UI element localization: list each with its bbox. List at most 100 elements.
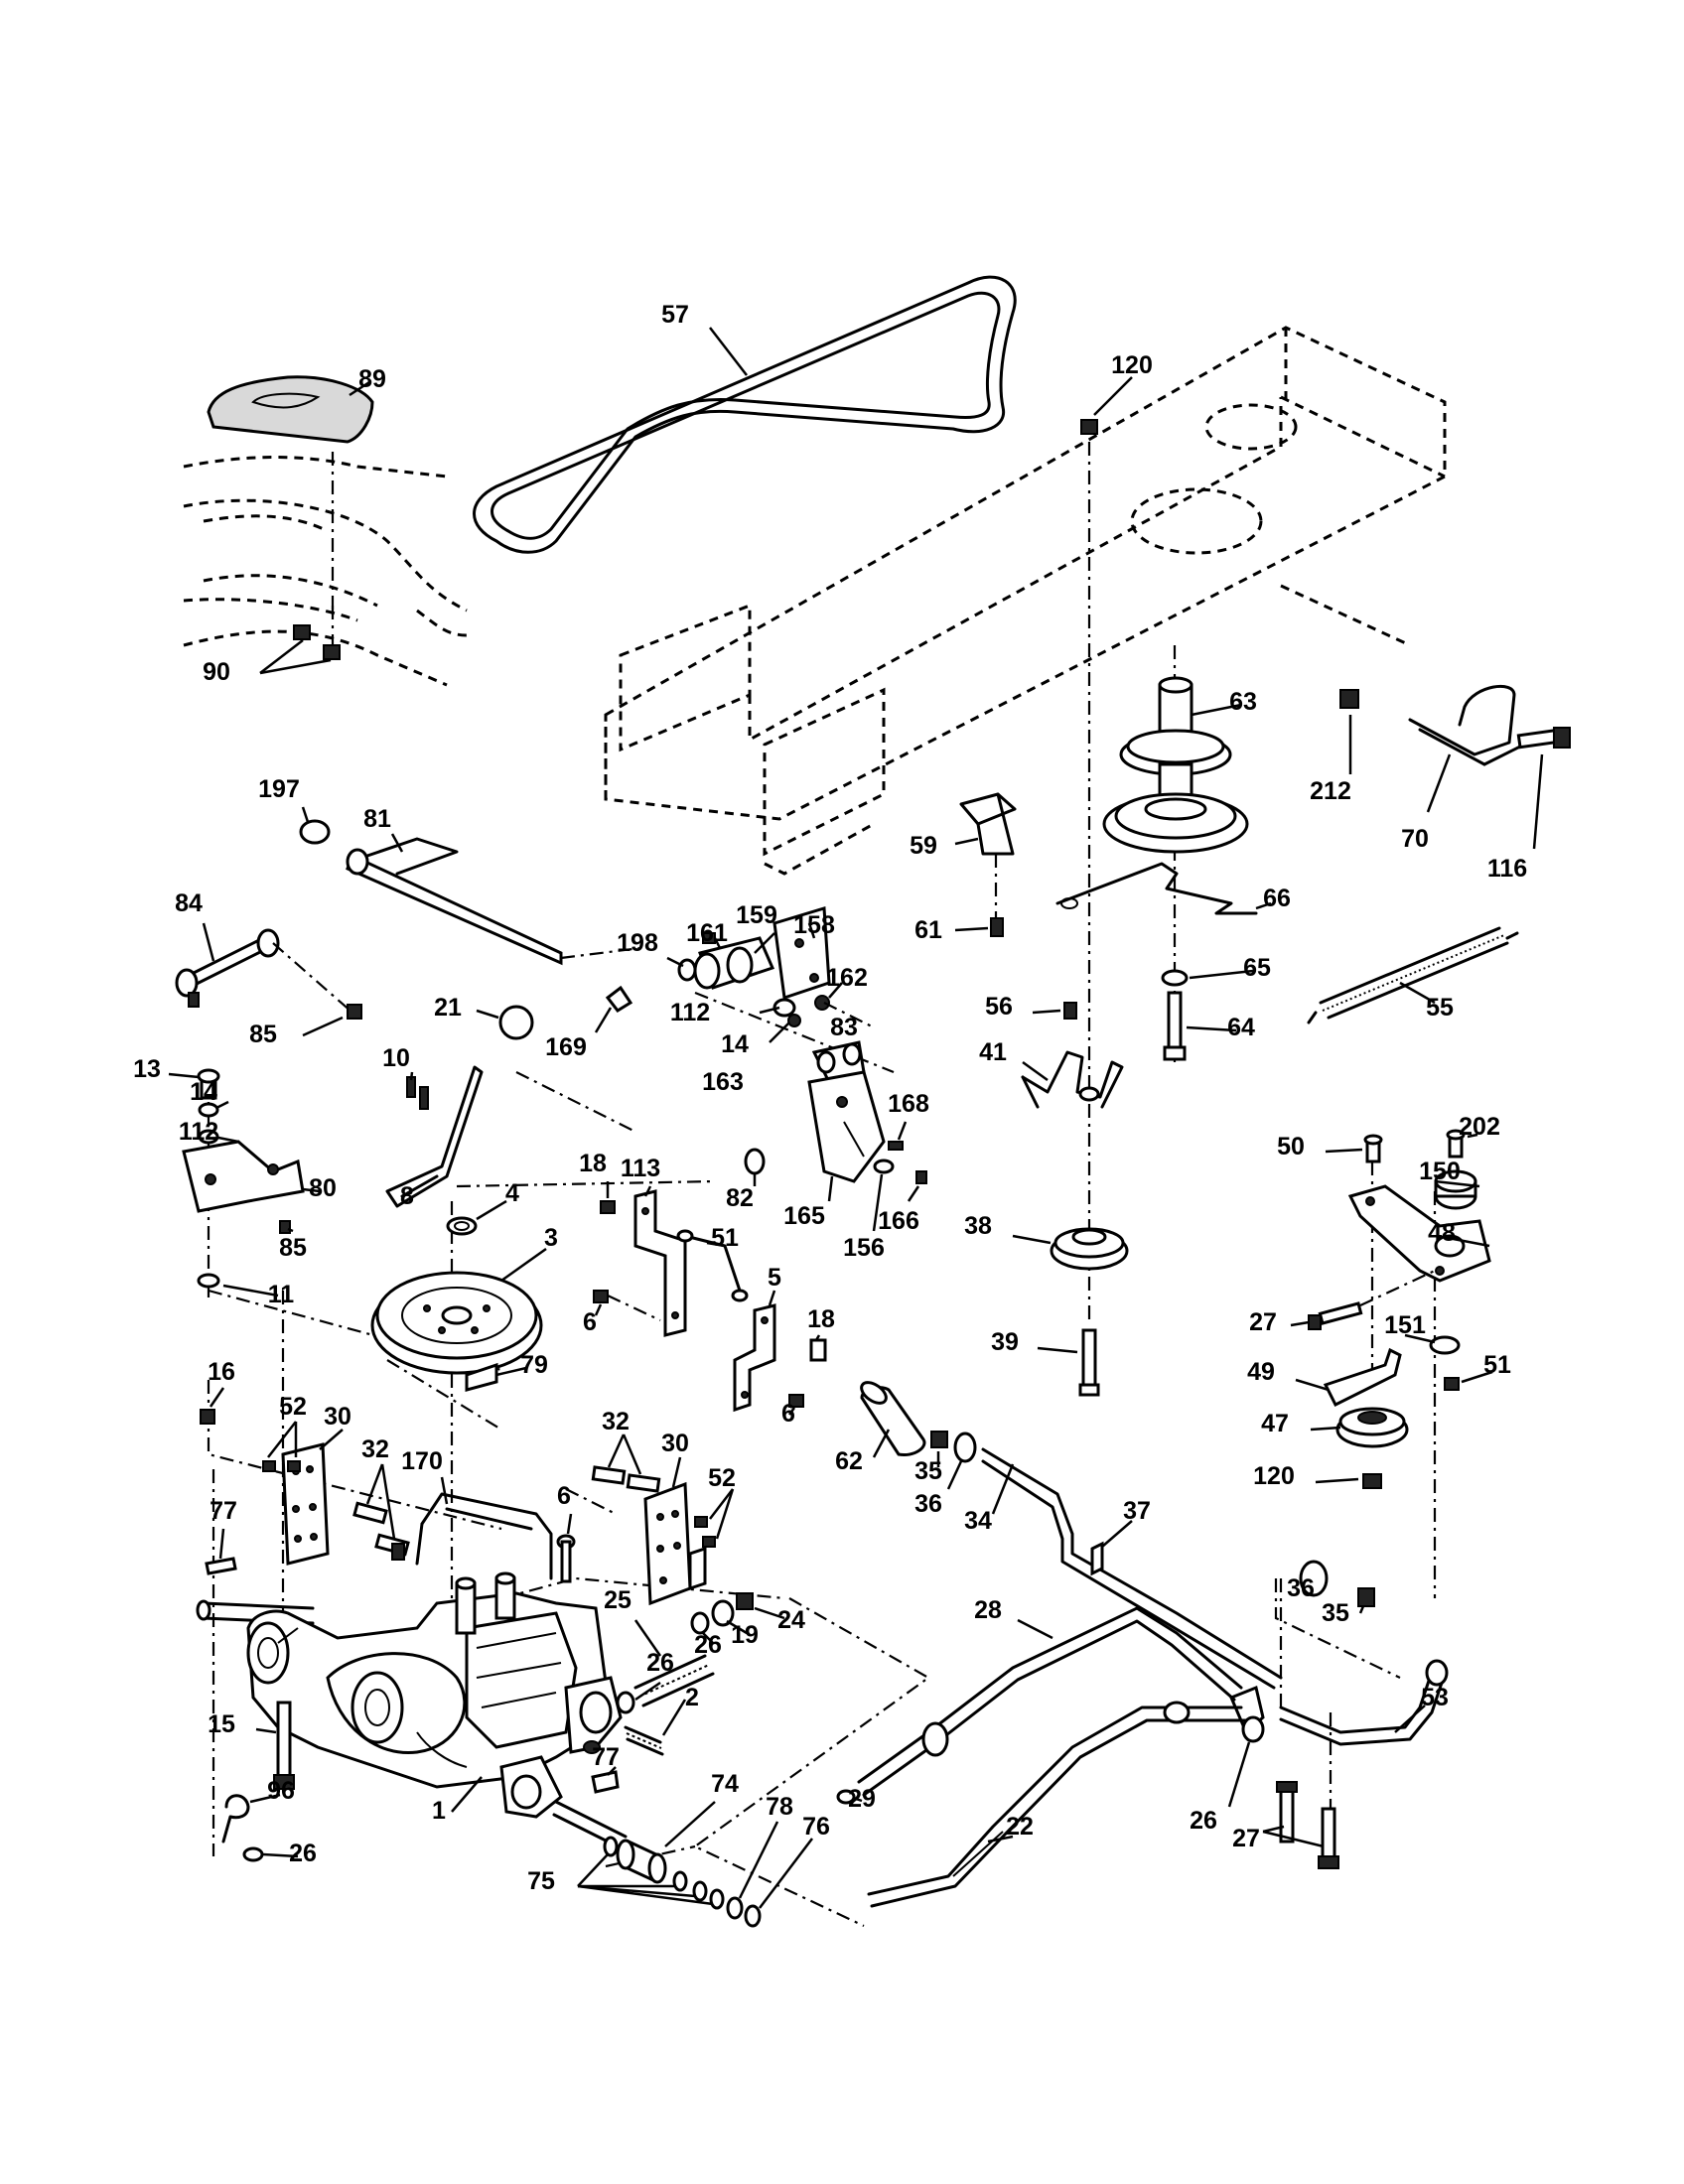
part-label-197: 197 [258,775,300,803]
bolt-39 [1037,1328,1100,1397]
shift-lever-cover [207,375,374,444]
rod-28 [857,1606,1243,1797]
spring-2 [624,1699,687,1756]
part-label-38: 38 [964,1212,992,1240]
part-label-32: 32 [361,1435,389,1463]
bracket-49 [1295,1347,1402,1408]
part-label-62: 62 [835,1447,863,1475]
part-label-156: 156 [843,1234,885,1262]
idler-bracket-48 [1347,1184,1491,1283]
part-label-26: 26 [1190,1807,1217,1835]
part-label-21: 21 [434,994,462,1022]
part-label-116: 116 [1487,855,1527,883]
part-label-22: 22 [1006,1813,1034,1841]
part-label-14: 14 [190,1078,217,1106]
part-label-65: 65 [1243,954,1271,982]
engine-pulley [1102,676,1249,854]
nut-120-top [1080,376,1133,435]
bracket-26-right [1227,1685,1265,1808]
part-label-11: 11 [268,1281,295,1308]
clip-59 [954,792,1017,937]
part-label-29: 29 [848,1785,876,1813]
bracket-cluster-158 [666,906,895,1074]
washer-26-lower [242,1846,299,1862]
washer-78 [726,1821,779,1920]
bracket-165 [744,1040,927,1232]
idler-pulley-38 [1012,1227,1129,1271]
part-label-75: 75 [527,1867,555,1895]
part-label-53: 53 [1421,1684,1449,1711]
part-label-113: 113 [621,1155,660,1182]
part-label-1: 1 [432,1797,446,1825]
part-label-89: 89 [358,365,386,393]
part-label-81: 81 [363,805,391,833]
part-label-18: 18 [807,1305,835,1333]
part-label-6: 6 [781,1400,795,1428]
cap-29 [836,1789,863,1805]
bushing-197 [299,806,331,845]
bolt-15 [255,1701,295,1790]
part-label-74: 74 [711,1770,739,1798]
part-label-166: 166 [878,1207,919,1235]
bushing-62 [860,1381,926,1458]
part-label-39: 39 [991,1328,1019,1356]
part-label-27: 27 [1249,1308,1277,1336]
part-label-162: 162 [826,964,868,992]
part-label-30: 30 [661,1430,689,1457]
spring-25 [633,1619,715,1707]
part-label-8: 8 [400,1182,414,1210]
part-label-30: 30 [324,1403,351,1431]
part-label-51: 51 [1483,1351,1511,1379]
rod-34 [981,1447,1283,1690]
bolt-27-right [1290,1270,1436,1330]
bracket-41 [1021,1050,1124,1109]
part-label-26: 26 [646,1649,674,1677]
bracket-30-left [262,1421,344,1566]
bolts-27-lower [1262,1781,1339,1869]
key-79 [465,1362,527,1392]
part-label-61: 61 [914,916,942,944]
nut-85-upper [302,1004,362,1037]
part-label-169: 169 [545,1033,587,1061]
part-label-15: 15 [208,1710,235,1738]
part-label-24: 24 [777,1606,805,1634]
bolts-32-left [352,1463,410,1561]
spring-55 [1307,926,1519,1024]
bolt-64 [1163,991,1237,1061]
spacer-74 [616,1801,716,1884]
part-label-4: 4 [505,1179,519,1207]
part-label-83: 83 [830,1014,858,1041]
part-label-6: 6 [583,1308,597,1336]
part-label-112: 112 [670,999,710,1026]
nut-76 [744,1838,813,1928]
centerlines [207,442,1437,1856]
part-label-48: 48 [1428,1219,1456,1247]
part-label-85: 85 [279,1234,307,1262]
key-77-lower [591,1766,620,1794]
part-label-64: 64 [1227,1014,1255,1041]
part-label-41: 41 [979,1038,1007,1066]
wire-66 [1032,862,1272,1020]
idler-pulley-47 [1310,1407,1409,1448]
part-label-66: 66 [1263,885,1291,912]
part-label-34: 34 [964,1507,992,1535]
rod-84 [175,922,353,1014]
part-label-3: 3 [544,1224,558,1252]
lever-8 [385,1065,716,1208]
bolt-202 [1446,1129,1478,1159]
part-label-36: 36 [914,1490,942,1518]
bolts-32-right [591,1433,661,1493]
tab-37 [1090,1520,1133,1576]
bracket-5 [676,1229,827,1416]
rod-53 [1279,1659,1449,1746]
nuts-90 [259,624,341,675]
part-label-202: 202 [1459,1113,1500,1141]
brake-rod-70 [1408,685,1571,850]
bracket-113 [593,1181,687,1337]
rod-170 [415,1476,553,1580]
part-label-35: 35 [914,1457,942,1485]
part-label-59: 59 [910,832,937,860]
pin-77-left [205,1528,237,1575]
